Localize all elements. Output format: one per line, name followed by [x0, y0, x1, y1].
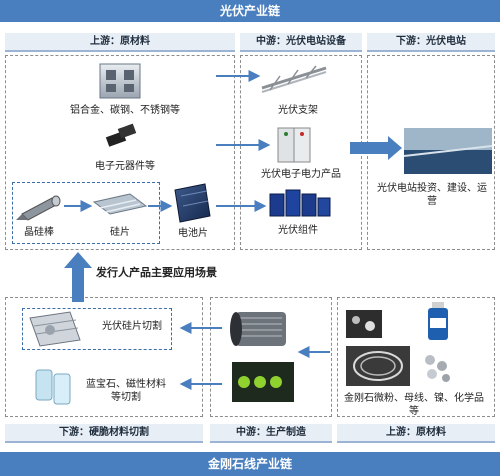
- pv-chain-title: 光伏产业链: [0, 0, 500, 22]
- diamond-wire-spool-icon: [230, 312, 286, 346]
- production-line-photo: [232, 362, 294, 402]
- diamond-stage-downstream: 下游：硬脆材料切割: [5, 424, 203, 443]
- diamond-chain-title: 金刚石线产业链: [0, 452, 500, 476]
- pv-power-station-photo: [403, 128, 493, 174]
- label-sapphire-cutting: 蓝宝石、磁性材料等切割: [86, 379, 166, 403]
- busbar-wire-icon: [346, 346, 410, 386]
- pv-stage-downstream: 下游：光伏电站: [367, 33, 495, 52]
- pv-module-icon: [269, 189, 331, 217]
- label-bracket: 光伏支架: [278, 105, 318, 116]
- silicon-wafer-icon: [92, 193, 148, 215]
- label-cell: 电池片: [178, 228, 208, 239]
- label-electronics: 电子元器件等: [95, 161, 155, 172]
- diamond-midstream-region: [210, 297, 332, 417]
- solar-cell-icon: [174, 183, 211, 223]
- label-pv-module: 光伏组件: [278, 225, 318, 236]
- wafer-cutting-icon: [29, 311, 81, 347]
- sapphire-crystal-icon: [35, 369, 71, 405]
- label-power-electronics: 光伏电子电力产品: [261, 169, 341, 180]
- nickel-pellets-icon: [425, 355, 450, 382]
- diamond-powder-icon: [346, 310, 382, 338]
- power-cabinet-icon: [277, 127, 311, 163]
- label-power-station: 光伏电站投资、建设、运营: [377, 183, 487, 207]
- arrow-issuer-up: [64, 252, 92, 302]
- diamond-stage-midstream: 中游：生产制造: [210, 424, 332, 443]
- arrow-mid-to-downstream: [350, 136, 402, 160]
- label-aluminum: 铝合金、碳钢、不锈钢等: [70, 105, 180, 116]
- pv-stage-upstream: 上游：原材料: [5, 33, 235, 52]
- pv-bracket-icon: [261, 65, 327, 93]
- pv-upstream-region: [5, 55, 235, 250]
- pv-stage-midstream: 中游：光伏电站设备: [240, 33, 362, 52]
- electronic-components-icon: [105, 123, 137, 147]
- issuer-products-label: 发行人产品主要应用场景: [96, 266, 217, 279]
- diamond-downstream-region: [5, 297, 203, 417]
- diamond-stage-upstream: 上游：原材料: [337, 424, 495, 443]
- label-ingot: 晶硅棒: [24, 227, 54, 238]
- label-wafer: 硅片: [110, 227, 130, 238]
- issuer-upstream-box: [12, 182, 160, 244]
- label-raw-materials: 金刚石微粉、母线、镍、化学品等: [344, 393, 484, 417]
- aluminum-profile-icon: [99, 63, 141, 99]
- label-pv-wafer-cutting: 光伏硅片切割: [102, 321, 162, 332]
- issuer-cutting-box: [22, 308, 172, 350]
- silicon-ingot-icon: [16, 195, 61, 221]
- diamond-upstream-region: [337, 297, 495, 417]
- chemical-bottle-icon: [428, 302, 448, 340]
